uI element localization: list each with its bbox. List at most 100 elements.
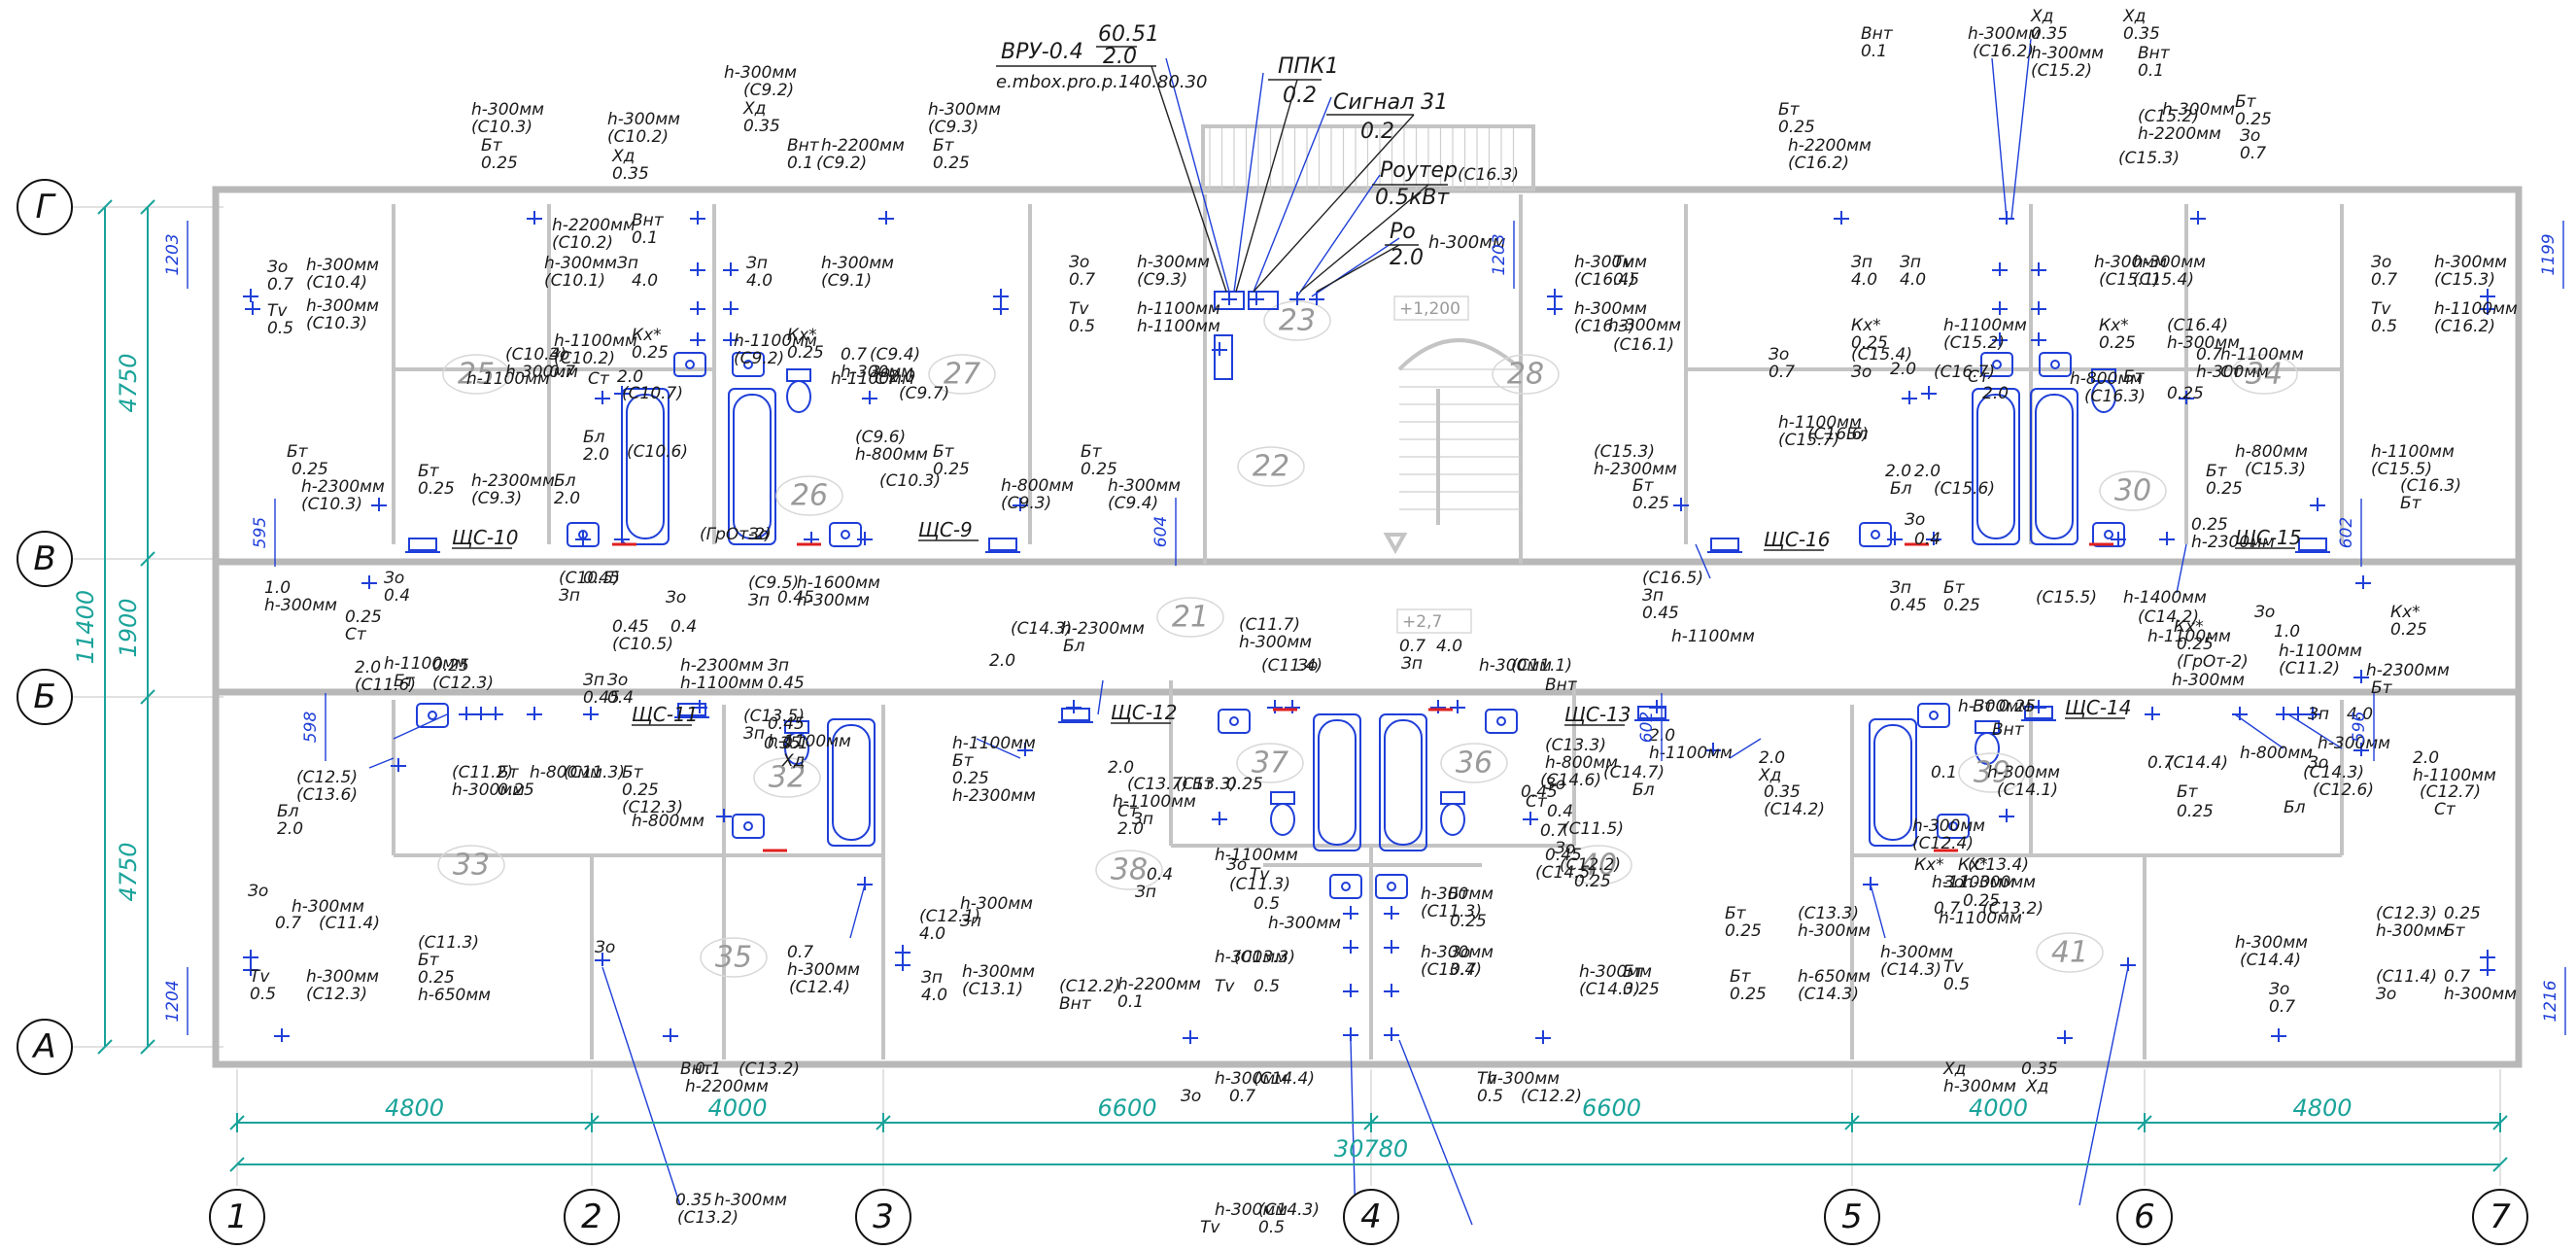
- axis-row-label: В: [33, 539, 55, 578]
- device-label: h-1100мм: [1215, 846, 1298, 865]
- leader-line: [849, 884, 866, 939]
- socket-icon: [1343, 940, 1358, 954]
- device-label: (С10.2): [554, 349, 615, 368]
- device-label: Зо: [1851, 363, 1872, 382]
- device-label: (С10.7): [622, 384, 683, 403]
- device-label: (С16.2): [1788, 154, 1849, 173]
- sink-drain: [743, 821, 753, 831]
- device-label: h-1100мм: [384, 654, 467, 674]
- level-mark-box: [1396, 608, 1472, 634]
- device-label: h-300мм: [2444, 985, 2517, 1004]
- device-label: Зо: [1545, 775, 1565, 794]
- bathtub: [1379, 713, 1427, 851]
- device-label: h-300мм: [452, 781, 525, 800]
- socket-icon: [595, 391, 610, 404]
- device-label: 0.4: [607, 688, 634, 708]
- axis-circle: [17, 669, 73, 725]
- device-label: h-300мм: [1215, 948, 1288, 967]
- socket-icon: [2480, 301, 2495, 315]
- device-label: Внт: [680, 1059, 713, 1079]
- device-label: (С12.3): [622, 798, 683, 817]
- device-label: Бл: [1890, 479, 1912, 499]
- device-label: 0.7: [2196, 345, 2222, 365]
- device-label: Кх*: [2174, 617, 2204, 637]
- socket-icon: [1249, 292, 1264, 305]
- device-label: 0.25: [632, 343, 669, 363]
- axis-circle: [17, 179, 73, 235]
- device-label: 0.45: [768, 674, 805, 693]
- device-label: (С13.3): [1798, 904, 1859, 923]
- device-label: 0.1: [1931, 763, 1957, 782]
- device-label: h-2300мм: [952, 786, 1036, 806]
- room-number-oval: [1236, 743, 1304, 783]
- device-label: 2.0: [989, 651, 1015, 671]
- device-label: (С16.3): [1574, 317, 1635, 336]
- device-label: h-300мм: [841, 363, 913, 382]
- dim-slash: [876, 1115, 891, 1130]
- socket-icon: [1834, 211, 1849, 225]
- device-label: h-2300мм: [471, 471, 555, 491]
- device-label: (С15.7): [1778, 431, 1839, 450]
- device-label: h-2300мм: [680, 656, 764, 676]
- device-label: (С10.1): [544, 271, 605, 291]
- socket-icon: [1705, 743, 1721, 756]
- device-label: Хд: [742, 99, 766, 119]
- device-label: h-300мм: [1963, 873, 2036, 892]
- device-label: h-300мм: [1137, 253, 1210, 272]
- device-label: 0.25: [292, 460, 328, 479]
- panel-icon: [2024, 706, 2053, 719]
- device-label: (С15.2): [2138, 107, 2199, 126]
- device-label: (С14.4): [2167, 753, 2228, 773]
- device-label: h-300мм: [1421, 885, 1494, 904]
- device-label: Бт: [622, 763, 644, 782]
- socket-icon: [1523, 812, 1538, 825]
- device-label: (С13.4): [1421, 960, 1482, 980]
- socket-icon: [1384, 984, 1399, 997]
- room-number-oval: [2036, 932, 2104, 973]
- device-label: h-300мм: [292, 897, 364, 917]
- room-number-oval: [1440, 743, 1508, 783]
- socket-icon: [1992, 332, 2008, 346]
- device-label: Бт: [933, 136, 955, 156]
- device-label: h-1100мм: [1778, 413, 1862, 433]
- device-label: (С12.2): [1059, 977, 1120, 996]
- device-label: Хд: [1758, 766, 1781, 785]
- device-label: h-300мм: [1943, 1077, 2016, 1096]
- equipment-name: ППК1: [1278, 54, 1339, 79]
- device-label: h-2300мм: [2191, 533, 2275, 552]
- device-label: Зп: [1890, 578, 1911, 598]
- device-label: Бл: [583, 428, 605, 447]
- device-label: (С11.5): [1563, 819, 1624, 839]
- device-label: h-300мм: [2235, 933, 2308, 953]
- device-label: (С9.2): [816, 154, 867, 173]
- device-label: h-300мм: [2167, 333, 2240, 353]
- socket-icon: [1183, 1030, 1198, 1044]
- device-label: Ст: [588, 369, 610, 389]
- socket-icon: [1902, 391, 1917, 404]
- socket-icon: [1992, 262, 2008, 276]
- sink: [2039, 352, 2072, 377]
- device-label: Зо: [1069, 253, 1089, 272]
- device-label: 0.45: [583, 688, 620, 708]
- axis-circle: [1343, 1189, 1399, 1245]
- device-label: (С15.4): [2133, 270, 2194, 290]
- device-label: 0.7: [1540, 821, 1566, 841]
- device-label: h-300мм: [2094, 253, 2167, 272]
- leader-line: [2287, 713, 2343, 749]
- device-label: 0.7: [267, 275, 293, 295]
- device-label: 0.25: [432, 656, 469, 676]
- device-label: (С11.4): [2376, 967, 2437, 987]
- device-label: 0.5: [1254, 977, 1280, 996]
- device-label: (С15.3): [2245, 460, 2306, 479]
- socket-icon: [2480, 962, 2495, 976]
- socket-icon: [488, 707, 503, 720]
- axis-circle: [2472, 1189, 2528, 1245]
- socket-icon: [2159, 532, 2175, 545]
- device-label: Бт: [418, 462, 440, 481]
- room-number-oval: [1237, 446, 1305, 487]
- socket-icon: [723, 262, 738, 276]
- socket-icon: [690, 301, 705, 315]
- device-label: (С15.2): [1943, 333, 2005, 353]
- device-label: 0.5: [1069, 317, 1095, 336]
